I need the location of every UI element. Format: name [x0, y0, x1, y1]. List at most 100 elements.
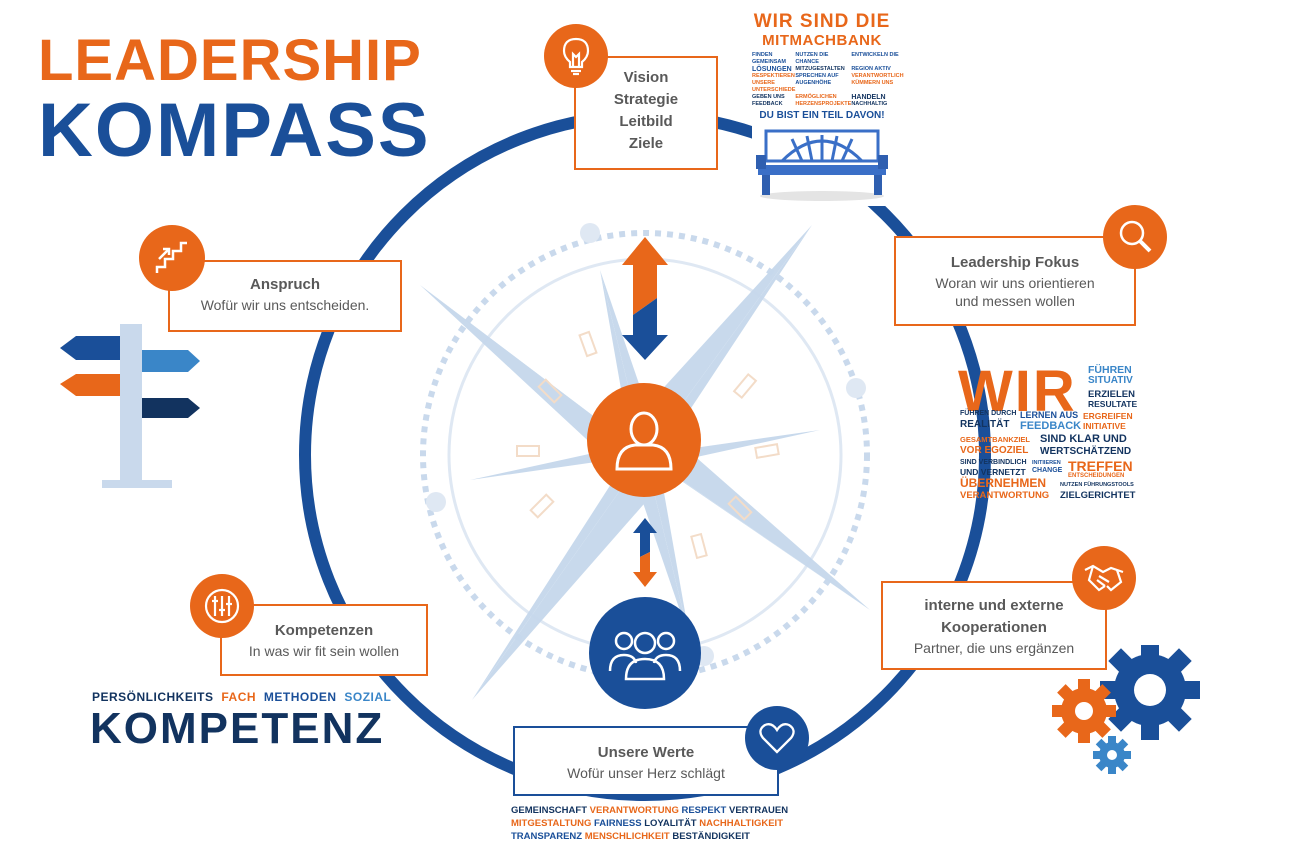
wir-word: FEEDBACK	[1020, 420, 1082, 432]
kooperationen-title: interne und externe	[924, 597, 1064, 614]
werte-sub: Wofür unser Herz schlägt	[567, 765, 725, 781]
fokus-sub: Woran wir uns orientieren	[935, 275, 1095, 291]
group-icon	[589, 597, 701, 709]
werte-word: NACHHALTIGKEIT	[699, 818, 783, 829]
mitmach-word: AUGENHÖHE	[795, 80, 832, 86]
vision-line: Strategie	[613, 91, 679, 108]
kompetenz-title: KOMPETENZ	[90, 704, 385, 753]
wir-word: SITUATIV	[1088, 375, 1133, 386]
kompetenz-cat: SOZIAL	[344, 690, 392, 704]
werte-word: VERANTWORTUNG	[589, 805, 679, 816]
wir-word: UND VERNETZT	[960, 467, 1026, 477]
mitmach-word: NACHHALTIG	[851, 101, 888, 107]
wir-word: GESAMTBANKZIEL	[960, 435, 1030, 444]
werte-title: Unsere Werte	[597, 744, 695, 761]
mitmach-bottom: DU BIST EIN TEIL DAVON!	[759, 110, 885, 121]
wir-word: ERGREIFEN	[1083, 411, 1133, 421]
werte-word: MENSCHLICHKEIT	[584, 831, 670, 842]
wir-word: TREFFEN	[1068, 458, 1133, 474]
mitmach-word: GEBEN UNS	[752, 94, 785, 100]
title-line1: LEADERSHIP	[38, 28, 422, 93]
werte-word: MITGESTALTUNG	[511, 818, 592, 829]
mitmach-word: SPRECHEN AUF	[795, 73, 839, 79]
wir-word: SIND KLAR UND	[1040, 433, 1127, 445]
kooperationen-sub: Partner, die uns ergänzen	[913, 640, 1075, 656]
anspruch-sub: Wofür wir uns entscheiden.	[200, 297, 370, 313]
sliders-icon	[190, 574, 254, 638]
mitmach-word: ERMÖGLICHEN	[795, 94, 837, 100]
mitmach-word: NUTZEN DIE CHANCE	[795, 52, 829, 65]
fokus-box: Leadership Fokus Woran wir uns orientier…	[894, 236, 1136, 326]
person-icon	[587, 383, 701, 497]
wir-word: REALITÄT	[960, 419, 1010, 430]
werte-word: GEMEINSCHAFT	[511, 805, 587, 816]
kompetenzen-box: Kompetenzen In was wir fit sein wollen	[220, 604, 428, 676]
kompetenz-cat: METHODEN	[263, 690, 337, 704]
wir-word: VOR EGOZIEL	[960, 445, 1029, 456]
mitmach-word: HERZENSPROJEKTE	[795, 101, 852, 107]
fokus-title: Leadership Fokus	[950, 254, 1080, 271]
wir-word: LERNEN AUS	[1020, 410, 1079, 420]
mitmach-word: VERANTWORTLICH	[851, 73, 904, 79]
wir-word: FÜHREN DURCH	[960, 410, 1017, 417]
wir-word: ZIELGERICHTET	[1060, 490, 1136, 501]
wir-word: WIR	[958, 359, 1077, 424]
mitmach-l1: WIR SIND DIE	[753, 11, 891, 32]
vision-line: Vision	[623, 69, 669, 86]
werte-word: RESPEKT	[681, 805, 727, 816]
bench-icon	[756, 129, 888, 201]
magnifier-icon	[1103, 205, 1167, 269]
handshake-icon	[1072, 546, 1136, 610]
stairs-icon	[139, 225, 205, 291]
wir-word: NUTZEN FÜHRUNGSTOOLS	[1060, 482, 1134, 488]
kompetenz-cat: PERSÖNLICHKEITS	[92, 690, 214, 704]
signpost-icon	[60, 324, 200, 488]
wir-word: ERZIELEN	[1088, 389, 1135, 400]
mitmach-word: KÜMMERN UNS	[851, 80, 894, 86]
wir-word: INITIIEREN	[1032, 460, 1061, 466]
mitmach-word: HANDELN	[851, 94, 886, 101]
werte-wordlist: GEMEINSCHAFT VERANTWORTUNG RESPEKT VERTR…	[511, 804, 811, 843]
lower-double-arrow	[633, 518, 657, 587]
anspruch-box: Anspruch Wofür wir uns entscheiden.	[168, 260, 402, 332]
anspruch-title: Anspruch	[249, 276, 320, 293]
kompetenz-categories: PERSÖNLICHKEITS FACH METHODEN SOZIAL	[92, 690, 391, 704]
kompetenzen-sub: In was wir fit sein wollen	[248, 643, 400, 659]
mitmach-word: RESPEKTIEREN	[752, 73, 795, 79]
wir-word: ENTSCHEIDUNGEN	[1068, 473, 1125, 479]
wir-word: WERTSCHÄTZEND	[1040, 446, 1132, 457]
werte-word: VERTRAUEN	[729, 805, 789, 816]
wir-wordcloud: WIR FÜHREN SITUATIV ERZIELEN RESULTATE F…	[958, 359, 1140, 502]
mitmach-word: FINDEN GEMEINSAM	[752, 52, 786, 65]
mitmach-word: MITZUGESTALTEN	[795, 66, 845, 72]
wir-word: VERANTWORTUNG	[960, 490, 1050, 501]
wir-word: RESULTATE	[1088, 399, 1138, 409]
werte-word: BESTÄNDIGKEIT	[672, 831, 750, 842]
wir-word: CHANGE	[1032, 467, 1063, 474]
vision-line: Leitbild	[619, 113, 673, 130]
wir-word: SIND VERBINDLICH	[960, 459, 1027, 466]
mitmach-word: UNSERE UNTERSCHIEDE	[752, 80, 796, 93]
kompetenzen-title: Kompetenzen	[274, 622, 374, 639]
werte-word: FAIRNESS	[594, 818, 642, 829]
kompetenz-cat: FACH	[221, 690, 257, 704]
gears-icon	[1052, 645, 1200, 774]
wir-word: FÜHREN	[1088, 364, 1132, 376]
werte-box: Unsere Werte Wofür unser Herz schlägt	[513, 726, 779, 796]
mitmach-word: LÖSUNGEN	[752, 66, 792, 73]
werte-word: LOYALITÄT	[644, 818, 697, 829]
title-line2: KOMPASS	[38, 88, 431, 173]
wir-word: ÜBERNEHMEN	[960, 476, 1047, 490]
heart-icon	[745, 706, 809, 770]
fokus-sub: und messen wollen	[955, 293, 1075, 309]
mitmachbank-graphic: WIR SIND DIE MITMACHBANK FINDEN GEMEINSA…	[752, 11, 904, 206]
lightbulb-icon	[544, 24, 608, 88]
vision-line: Ziele	[628, 135, 664, 152]
mitmach-l2: MITMACHBANK	[762, 32, 882, 49]
kooperationen-title: Kooperationen	[941, 619, 1047, 636]
mitmach-word: ENTWICKELN DIE	[851, 52, 899, 58]
werte-word: TRANSPARENZ	[511, 831, 583, 842]
mitmach-word: FEEDBACK	[752, 101, 783, 107]
kooperationen-box: interne und externe Kooperationen Partne…	[881, 581, 1107, 670]
vision-box: Vision Strategie Leitbild Ziele	[574, 56, 718, 170]
